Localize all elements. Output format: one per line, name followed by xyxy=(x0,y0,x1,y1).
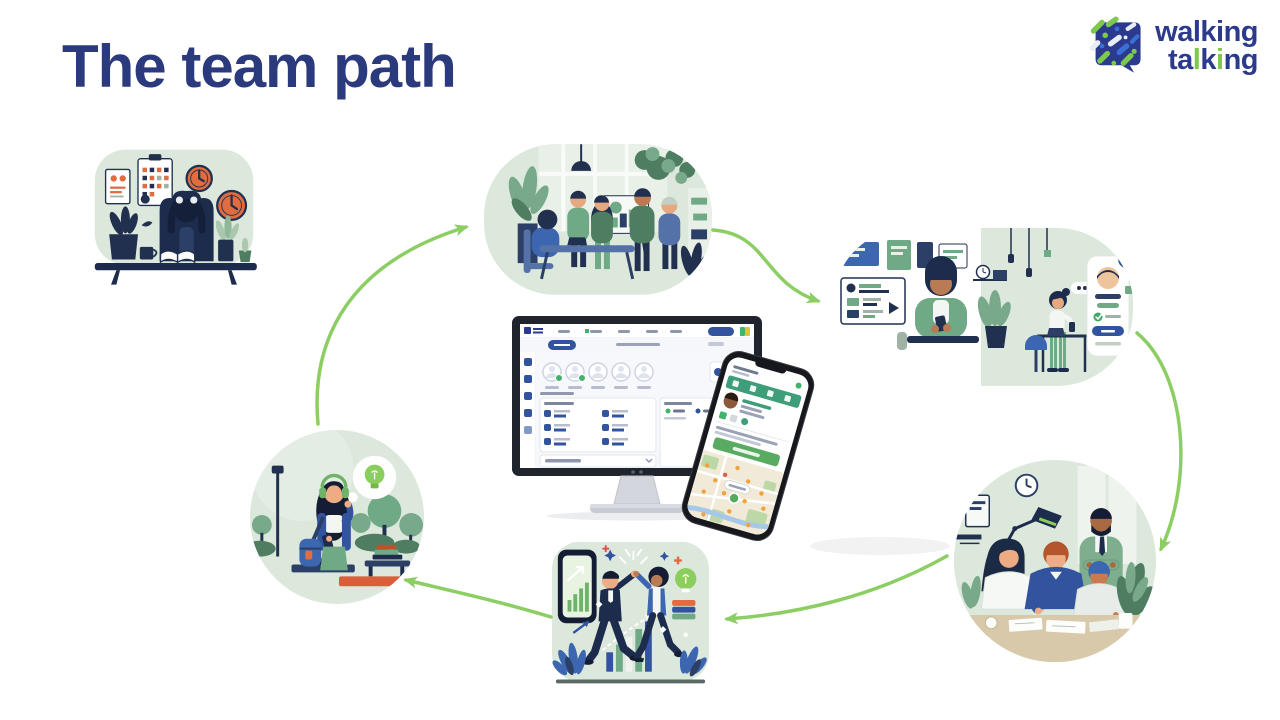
arrow-meeting-to-highfive xyxy=(724,554,949,625)
arrow-team-to-checkin xyxy=(711,228,821,304)
walking-talking-logo: walking talking xyxy=(1087,15,1259,76)
mobile-checkin-illustration xyxy=(833,228,1133,391)
overwhelmed-worker-illustration xyxy=(84,144,264,298)
high-five-success-illustration xyxy=(548,538,713,698)
map-phone-mockup xyxy=(677,346,819,545)
walking-talking-logo-icon xyxy=(1089,16,1141,73)
arrow-highfive-to-woman xyxy=(403,576,553,619)
logo-line1: walking xyxy=(1155,15,1258,48)
logo-line2: talking xyxy=(1168,44,1259,76)
arrow-woman-to-team xyxy=(315,224,469,426)
logo-wordmark: walking talking xyxy=(1155,15,1259,76)
walking-listening-woman-illustration xyxy=(248,428,426,611)
team-meeting-table-illustration xyxy=(952,458,1158,669)
page-title: The team path xyxy=(62,33,457,100)
team-discussion-illustration xyxy=(484,144,712,300)
